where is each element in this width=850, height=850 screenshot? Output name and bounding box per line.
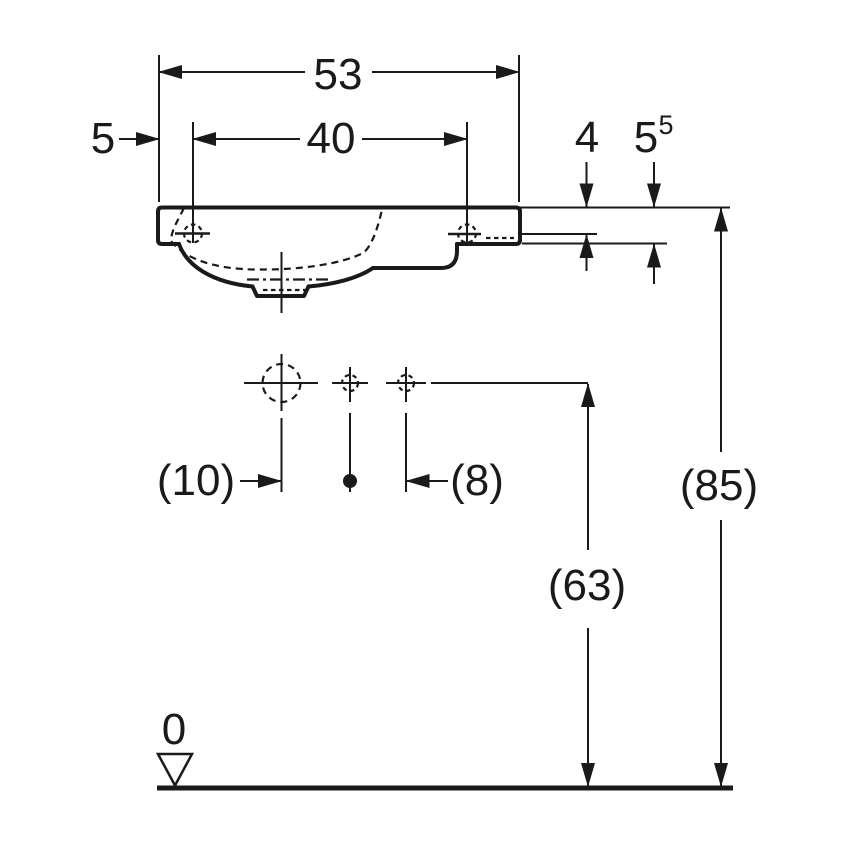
- dimension-rim-thickness: 5 5: [634, 110, 674, 284]
- basin-shelf: [371, 242, 459, 270]
- dimension-tap-spacing: 40: [192, 114, 468, 245]
- axis-connection-circle: [340, 373, 360, 393]
- outlet-offset-label: (8): [450, 456, 504, 505]
- datum-zero-label: 0: [162, 705, 186, 754]
- edge-offset-label: 5: [91, 114, 115, 163]
- reference-lines-right: [520, 206, 730, 245]
- outlet-connection-circle: [396, 373, 416, 393]
- drain-connection-circle: [261, 362, 302, 404]
- dimension-outlet-offset: (8): [405, 456, 504, 505]
- basin-bowl-right: [306, 266, 375, 289]
- dimension-edge-offset: 5: [91, 114, 160, 163]
- overall-width-label: 53: [314, 50, 363, 99]
- tap-hole-circle-left: [182, 223, 204, 244]
- basin-rim: [156, 205, 522, 246]
- bowl-hidden-contour: [169, 207, 384, 271]
- dimension-tap-depth: 4: [575, 113, 599, 271]
- dimension-rim-height: (85): [680, 207, 758, 787]
- drain-offset-label: (10): [157, 456, 235, 505]
- tap-depth-label: 4: [575, 113, 599, 162]
- connection-points: [244, 354, 426, 492]
- rim-thickness-label: 5: [634, 113, 658, 162]
- rim-thickness-superscript: 5: [658, 110, 673, 140]
- floor-datum: 0: [155, 705, 733, 791]
- tap-hole-circle-right: [456, 223, 478, 244]
- axis-reference-dot: [343, 474, 357, 488]
- outlet-height-label: (63): [548, 561, 626, 610]
- dimension-drain-offset: (10): [157, 456, 282, 505]
- dimension-overall-width: 53: [158, 50, 520, 202]
- washbasin-outline: [156, 205, 522, 313]
- rim-height-label: (85): [680, 461, 758, 510]
- datum-triangle-icon: [155, 752, 195, 789]
- dimension-outlet-height: (63): [431, 382, 626, 787]
- tap-spacing-label: 40: [307, 114, 356, 163]
